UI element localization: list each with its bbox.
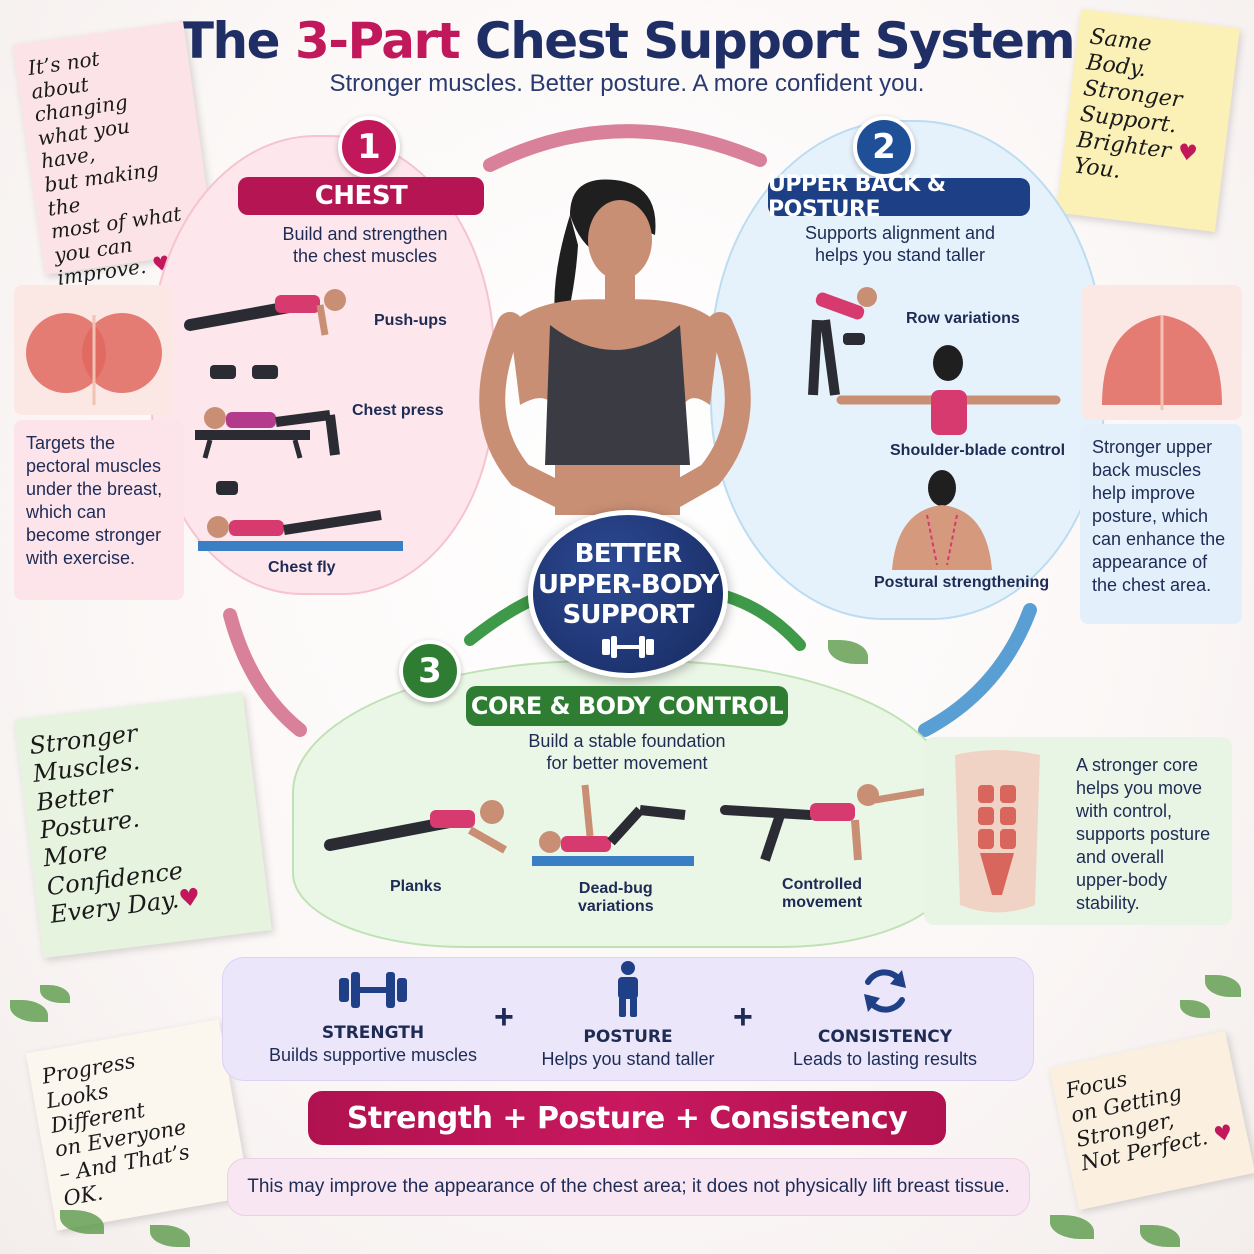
exercise-chest-press: Chest press (352, 402, 444, 419)
exercise-dead-bug: Dead-bug variations (578, 880, 654, 915)
core-title: CORE & BODY CONTROL (466, 686, 788, 726)
controlled-movement-figure (720, 784, 936, 862)
exercise-postural-strengthening: Postural strengthening (874, 574, 1050, 591)
chest-title: CHEST (238, 177, 484, 215)
pillar-posture: POSTURE Helps you stand taller (513, 960, 743, 1070)
chest-info: Targets the pectoral muscles under the b… (14, 420, 184, 600)
postural-figure (892, 470, 992, 570)
leaf-decoration (1205, 975, 1241, 997)
dumbbell-icon (602, 636, 654, 659)
leaf-decoration (40, 985, 70, 1003)
formula-banner: Strength + Posture + Consistency (308, 1091, 946, 1145)
chest-press-figure (195, 365, 340, 459)
exercise-chest-fly: Chest fly (268, 559, 336, 576)
exercise-shoulder-blade-control: Shoulder-blade control (890, 442, 1066, 459)
core-description: Build a stable foundation for better mov… (528, 731, 726, 773)
shoulder-blade-figure (836, 345, 1061, 435)
arc-back-core (918, 603, 1037, 737)
back-info: Stronger upper back muscles help improve… (1080, 424, 1242, 624)
page-subtitle: Stronger muscles. Better posture. A more… (329, 70, 925, 97)
person-icon (618, 961, 638, 1017)
push-up-figure (184, 289, 346, 336)
title-accent: 3-Part (294, 12, 461, 70)
exercise-controlled-movement: Controlled movement (782, 876, 863, 911)
plank-figure (324, 800, 507, 854)
leaf-decoration (1180, 1000, 1210, 1018)
exercise-push-ups: Push-ups (374, 312, 447, 329)
chest-description: Build and strengthen the chest muscles (282, 224, 448, 266)
exercise-planks: Planks (390, 878, 442, 895)
page-title: The 3-Part Chest Support System (0, 12, 1254, 70)
leaf-decoration (1140, 1225, 1180, 1247)
core-muscle-figure (955, 750, 1040, 913)
back-muscle-figure (1082, 285, 1242, 420)
leaf-decoration (10, 1000, 48, 1022)
exercise-row-variations: Row variations (906, 310, 1020, 327)
plus-sign: + (494, 998, 514, 1036)
core-info: A stronger core helps you move with cont… (1076, 755, 1211, 914)
leaf-decoration (150, 1225, 190, 1247)
arc-chest-core (223, 608, 307, 737)
dead-bug-figure (532, 784, 694, 866)
chest-number-badge: 1 (338, 116, 400, 178)
back-title: UPPER BACK & POSTURE (768, 172, 1030, 222)
woman-figure (479, 179, 751, 515)
arc-chest-back (483, 124, 767, 172)
pillar-consistency: CONSISTENCY Leads to lasting results (770, 964, 1000, 1070)
title-text-end: Chest Support System (459, 12, 1076, 70)
row-figure (808, 287, 877, 396)
dumbbell-icon (339, 972, 407, 1008)
disclaimer: This may improve the appearance of the c… (227, 1158, 1030, 1216)
plus-sign: + (733, 998, 753, 1036)
core-number-badge: 3 (399, 640, 461, 702)
back-description: Supports alignment and helps you stand t… (804, 223, 996, 265)
back-number-badge: 2 (853, 116, 915, 178)
center-support-badge: BETTER UPPER-BODY SUPPORT (528, 510, 728, 678)
refresh-icon (864, 969, 906, 1013)
pillar-strength: STRENGTH Builds supportive muscles (258, 966, 488, 1066)
title-text: The (179, 12, 295, 70)
chest-fly-figure (198, 481, 403, 551)
chest-muscle-figure (14, 285, 174, 415)
